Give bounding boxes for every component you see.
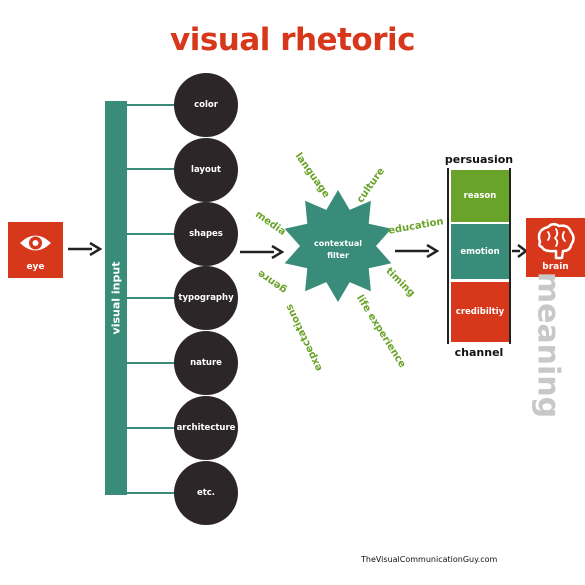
contextual-filter-label: contextual filter: [298, 238, 378, 262]
eye-box: eye: [8, 222, 63, 278]
persuasion-emotion: emotion: [451, 224, 509, 279]
arrow-eye-to-input: [68, 242, 102, 256]
connector-line: [127, 168, 179, 170]
arrow-filter-to-persuasion: [395, 244, 439, 258]
brain-label: brain: [542, 262, 569, 272]
input-label: etc.: [196, 488, 216, 498]
input-circle-shapes: shapes: [174, 202, 238, 266]
input-circle-layout: layout: [174, 138, 238, 202]
persuasion-label: persuasion: [444, 153, 514, 166]
channel-label: channel: [454, 346, 504, 359]
persuasion-reason: reason: [451, 170, 509, 222]
input-circle-color: color: [174, 73, 238, 137]
input-circle-architecture: architecture: [174, 396, 238, 460]
connector-line: [127, 233, 179, 235]
eye-icon: [20, 235, 51, 251]
filter-star-shape: [284, 190, 392, 302]
connector-line: [127, 362, 179, 364]
input-circle-typography: typography: [174, 266, 238, 330]
input-circle-nature: nature: [174, 331, 238, 395]
input-label: color: [194, 100, 218, 110]
connector-line: [127, 104, 179, 106]
connector-line: [127, 427, 179, 429]
persuasion-frame: [447, 168, 511, 344]
filter-label-line2: filter: [327, 251, 349, 260]
connector-line: [127, 492, 179, 494]
connector-line: [127, 297, 179, 299]
input-circle-etc: etc.: [174, 461, 238, 525]
meaning-label: meaning: [530, 271, 566, 419]
brain-icon: [537, 223, 575, 260]
visual-input-bar: [105, 101, 127, 495]
footer-credit: TheVisualCommunicationGuy.com: [361, 555, 498, 564]
diagram-title: visual rhetoric: [170, 22, 415, 58]
input-label: shapes: [189, 229, 223, 239]
input-label: nature: [190, 358, 222, 368]
filter-label-line1: contextual: [313, 239, 362, 248]
input-label: architecture: [176, 423, 236, 433]
persuasion-credibility: credibiltiy: [451, 282, 509, 342]
brain-box: brain: [526, 218, 585, 277]
arrow-input-to-filter: [240, 245, 284, 259]
input-label: layout: [191, 165, 221, 175]
input-label: typography: [178, 293, 234, 303]
eye-label: eye: [26, 262, 45, 272]
